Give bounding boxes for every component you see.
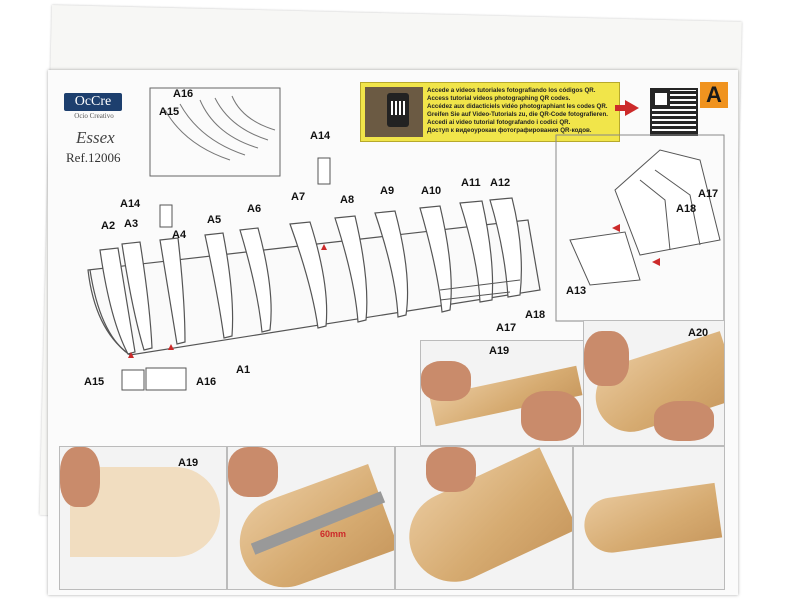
photo-glue (395, 446, 573, 590)
brand-subtitle: Ocio Creativo (74, 112, 114, 120)
piece-a14-top (317, 157, 331, 185)
label-a19-photo: A19 (489, 345, 510, 357)
label-a18-right: A18 (676, 203, 697, 215)
label-a14-left: A14 (120, 198, 141, 210)
label-a20: A20 (688, 327, 709, 339)
phone-photo (365, 87, 423, 137)
label-a7: A7 (291, 191, 306, 203)
label-a15-bottom: A15 (84, 376, 105, 388)
label-a9: A9 (380, 185, 395, 197)
hand-pencil (228, 447, 278, 497)
qr-line-de: Greifen Sie auf Video-Tutorials zu, die … (427, 111, 608, 118)
label-a15-top: A15 (159, 106, 180, 118)
photo-deck-a20: A20 (583, 320, 725, 446)
label-a17-main: A17 (496, 322, 517, 334)
deck-glue (396, 447, 572, 589)
inset-frame (149, 87, 281, 177)
label-a11: A11 (461, 177, 481, 189)
label-a10: A10 (421, 185, 442, 197)
model-name: Essex (76, 128, 115, 147)
label-a3: A3 (124, 218, 139, 230)
page-letter-badge: A (700, 82, 728, 108)
qr-line-es: Accede a videos tutoriales fotografiando… (427, 87, 596, 94)
arrow-right-icon (615, 100, 639, 116)
photo-mark-keel: A19 (420, 340, 584, 446)
label-a19-bottom: A19 (178, 457, 199, 469)
label-a14-top: A14 (310, 130, 331, 142)
label-a13: A13 (566, 285, 587, 297)
piece-a14-left (159, 204, 173, 228)
label-a8: A8 (340, 194, 355, 206)
piece-a16 (145, 367, 187, 391)
hand-brush (426, 447, 476, 492)
frames (99, 197, 522, 355)
stern-frames-main (439, 279, 521, 301)
label-a5: A5 (207, 214, 222, 226)
hand-right (521, 391, 581, 441)
finished-deck (580, 482, 723, 557)
label-a4: A4 (172, 229, 187, 241)
red-arrows (128, 244, 327, 358)
label-a12: A12 (490, 177, 511, 189)
brand-logo: OcCre (64, 93, 122, 111)
qr-line-en: Access tutorial videos photographing QR … (427, 95, 571, 102)
hand-cutting (60, 447, 100, 507)
stern-assembly-sketch (569, 149, 721, 286)
inset-frames-sketch (164, 95, 276, 161)
phone-icon (387, 93, 409, 127)
label-a1: A1 (236, 364, 251, 376)
qr-line-fr: Accédez aux didacticiels vidéo photograp… (427, 103, 608, 110)
measure-label: 60mm (320, 529, 347, 539)
hand-right-a20 (654, 401, 714, 441)
label-a17-right: A17 (698, 188, 719, 200)
label-a6: A6 (247, 203, 262, 215)
photo-measure: 60mm (227, 446, 395, 590)
qr-line-it: Accedi ai video tutorial fotografando i … (427, 119, 571, 126)
reference-number: Ref.12006 (66, 150, 121, 165)
red-arrows-inset (612, 224, 660, 266)
qr-code-icon[interactable] (650, 88, 698, 136)
label-a18-main: A18 (525, 309, 546, 321)
photo-cut-a19: A19 (59, 446, 227, 590)
label-a16-bottom: A16 (196, 376, 217, 388)
piece-a15 (121, 369, 145, 391)
label-a2: A2 (101, 220, 116, 232)
hand-left-a20 (584, 331, 629, 386)
qr-line-ru: Доступ к видеоурокам фотографирования QR… (427, 127, 592, 134)
label-a16-top: A16 (173, 88, 194, 100)
keel-and-frames (87, 197, 541, 356)
photo-finished-deck (573, 446, 725, 590)
qr-instructions: Accede a videos tutoriales fotografiando… (427, 87, 615, 135)
hand-left (421, 361, 471, 401)
qr-info-banner: Accede a videos tutoriales fotografiando… (360, 82, 620, 142)
